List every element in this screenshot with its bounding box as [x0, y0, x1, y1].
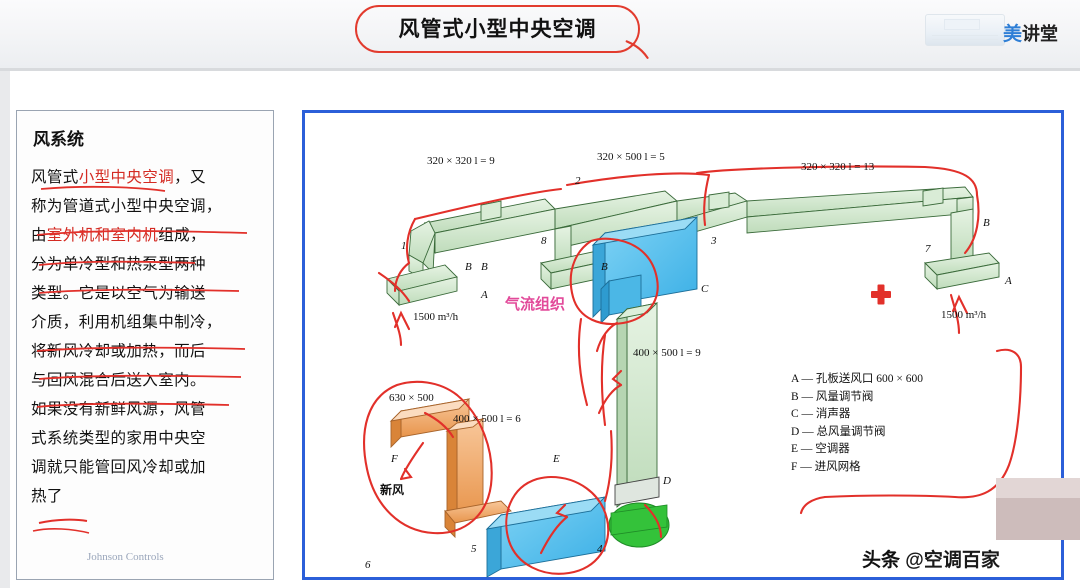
red-freehand-annotations [363, 165, 1023, 575]
left-edge-strip [0, 71, 10, 588]
title-highlight-ellipse [355, 5, 640, 53]
legend-item-D: D — 总风量调节阀 [791, 425, 886, 438]
bottom-right-color-block-top [996, 478, 1080, 498]
logo-ac-line-2 [932, 39, 998, 40]
diagram-panel: 320 × 320 l = 9 320 × 500 l = 5 320 × 32… [302, 110, 1064, 580]
part-number-3: 3 [711, 235, 717, 247]
text-card-heading: 风系统 [33, 130, 84, 149]
flow-label-right: 1500 m³/h [941, 309, 987, 321]
part-number-8: 8 [541, 235, 547, 247]
title-ellipse-tail-icon [625, 40, 649, 59]
part-number-2: 2 [575, 175, 581, 187]
top-divider [0, 68, 1080, 71]
watermark: 头条 @空调百家 [862, 545, 1000, 572]
legend-item-B: B — 风量调节阀 [791, 390, 874, 403]
part-number-6: 6 [365, 559, 371, 571]
part-letter-D: D [663, 475, 671, 487]
slide-title-group: 风管式小型中央空调 [355, 5, 649, 59]
text-card: 风系统 风管式小型中央空调，又 称为管道式小型中央空调， 由室外机和室内机组成，… [16, 110, 274, 580]
duct-label-4: 630 × 500 [389, 392, 434, 404]
channel-logo: 美 讲堂 [925, 8, 1070, 56]
annotation-fresh-air: 新风 [380, 483, 405, 497]
part-letter-B-right: B [983, 217, 990, 229]
logo-ac-line-1 [932, 35, 998, 36]
part-number-1: 1 [401, 240, 407, 252]
part-letter-B-mid2: B [601, 261, 608, 273]
part-number-4: 4 [597, 543, 603, 555]
legend-item-A: A — 孔板送风口 600 × 600 [791, 373, 924, 385]
part-letter-B-left: B [465, 261, 472, 273]
legend-item-E: E — 空调器 [791, 443, 850, 455]
red-cross-mark [871, 284, 891, 305]
part-number-5: 5 [471, 543, 477, 555]
text-card-footer: Johnson Controls [87, 551, 164, 563]
part-letter-C: C [701, 283, 709, 295]
text-card-body: 风管式小型中央空调，又 称为管道式小型中央空调， 由室外机和室内机组成， 分为单… [31, 169, 222, 505]
watermark-prefix: 头条 [862, 550, 901, 571]
legend-item-F: F — 进风网格 [791, 460, 861, 473]
duct-system-drawing [363, 165, 1023, 578]
duct-label-3: 400 × 500 l = 9 [633, 347, 701, 359]
part-letter-A-left: A [481, 289, 488, 301]
top-band-gradient [0, 0, 1080, 68]
annotation-airflow-organization: 气流组织 [505, 296, 566, 313]
part-number-7: 7 [925, 243, 931, 255]
top-band [0, 0, 1080, 68]
watermark-handle: @空调百家 [905, 550, 1000, 571]
page-title: 风管式小型中央空调 [398, 18, 597, 41]
logo-name: 讲堂 [1022, 24, 1058, 44]
flow-label-left: 1500 m³/h [413, 311, 459, 323]
diagram-canvas: 320 × 320 l = 9 320 × 500 l = 5 320 × 32… [305, 113, 1061, 578]
legend-item-C: C — 消声器 [791, 408, 851, 420]
logo-ac-illustration [925, 14, 1005, 46]
logo-mark-char: 美 [1003, 24, 1023, 45]
legend-list: A — 孔板送风口 600 × 600 B — 风量调节阀 C — 消声器 D … [791, 371, 923, 476]
duct-label-2: 320 × 320 l = 13 [801, 161, 875, 173]
duct-label-0: 320 × 320 l = 9 [427, 155, 495, 167]
text-card-red-annotations [32, 185, 248, 534]
part-letter-E: E [553, 453, 560, 465]
logo-ac-badge [944, 19, 980, 30]
part-letter-F: F [391, 453, 398, 465]
part-letter-A-right: A [1005, 275, 1012, 287]
duct-label-5: 400 × 500 l = 6 [453, 413, 521, 425]
part-letter-B-mid: B [481, 261, 488, 273]
duct-label-1: 320 × 500 l = 5 [597, 151, 665, 163]
